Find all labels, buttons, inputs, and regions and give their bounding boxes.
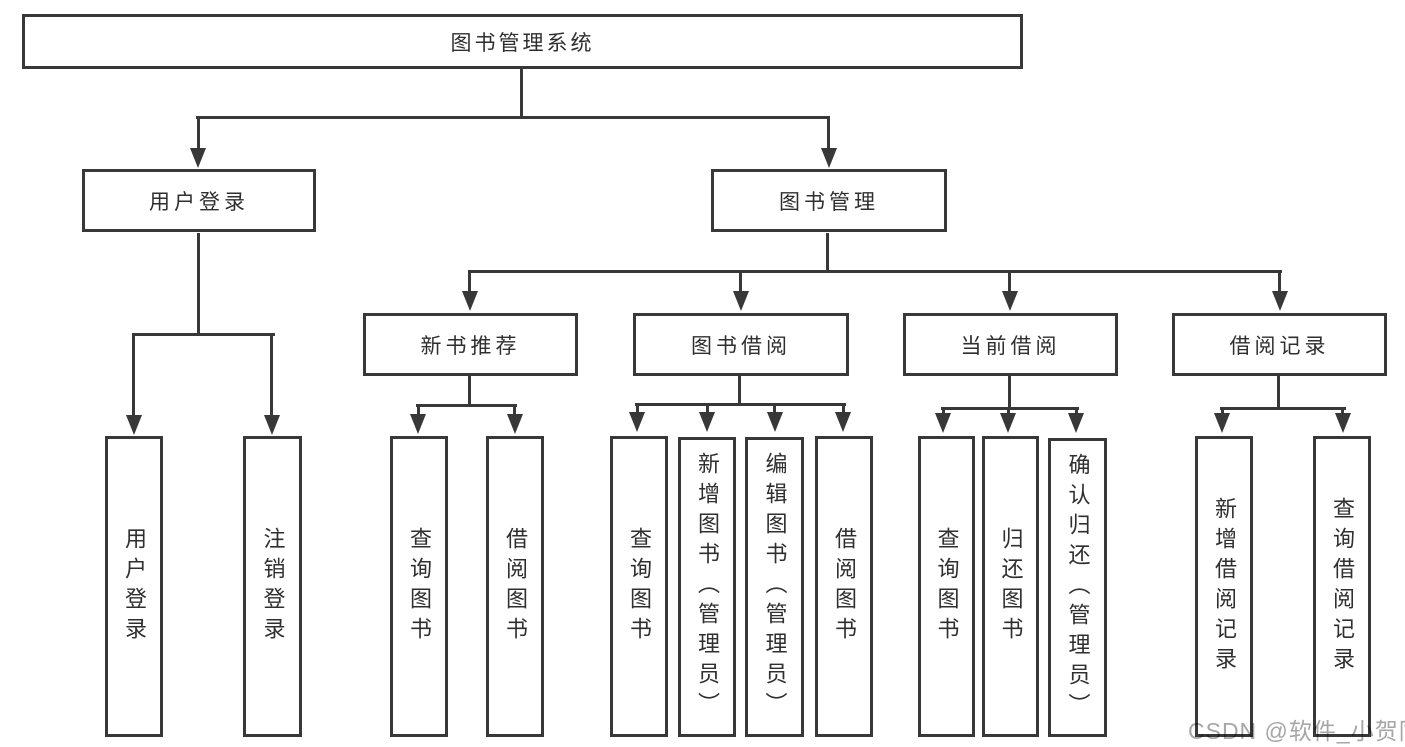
- node-label: 借阅图书: [503, 526, 528, 647]
- connector-vline: [636, 405, 639, 418]
- node-label: 用户登录: [122, 526, 147, 647]
- connector-vline: [1008, 376, 1011, 410]
- node-label: 确认归还（管理员）: [1065, 452, 1091, 723]
- connector-vline: [827, 118, 830, 154]
- node-label: 当前借阅: [960, 334, 1061, 358]
- leaf-query-borrow-record: 查询借阅记录: [1313, 436, 1371, 737]
- watermark: CSDN @软件_小贺同学: [1188, 718, 1405, 744]
- connector-vline: [842, 405, 845, 418]
- node-book-borrowing: 图书借阅: [633, 313, 849, 376]
- connector-vline: [417, 406, 420, 420]
- leaf-query-books-recommend: 查询图书: [390, 436, 448, 737]
- arrowhead-down-icon: [507, 414, 523, 434]
- connector-vline: [513, 406, 516, 420]
- arrowhead-down-icon: [1000, 413, 1016, 433]
- connector-hline: [1220, 407, 1346, 410]
- leaf-borrow-books-borrow: 借阅图书: [815, 436, 873, 737]
- arrowhead-down-icon: [264, 415, 280, 435]
- leaf-query-books-borrow: 查询图书: [610, 436, 668, 737]
- node-label: 归还图书: [998, 526, 1024, 647]
- arrowhead-down-icon: [835, 412, 851, 432]
- node-label: 注销登录: [260, 526, 286, 647]
- arrowhead-down-icon: [190, 148, 206, 168]
- node-borrowing-records: 借阅记录: [1172, 313, 1387, 376]
- arrowhead-down-icon: [462, 291, 478, 311]
- connector-hline: [941, 407, 1079, 410]
- node-book-management: 图书管理: [711, 169, 947, 232]
- connector-vline: [1008, 272, 1011, 297]
- node-label: 查询图书: [934, 526, 960, 647]
- connector-vline: [520, 69, 523, 119]
- node-label: 查询图书: [627, 526, 652, 647]
- node-new-book-recommendation: 新书推荐: [363, 313, 578, 376]
- leaf-add-borrow-record: 新增借阅记录: [1195, 436, 1253, 737]
- node-label: 查询借阅记录: [1330, 496, 1355, 677]
- connector-vline: [197, 233, 200, 336]
- connector-vline: [270, 335, 273, 421]
- arrowhead-down-icon: [1335, 413, 1351, 433]
- arrowhead-down-icon: [699, 412, 715, 432]
- connector-vline: [773, 405, 776, 418]
- leaf-confirm-return-admin: 确认归还（管理员）: [1048, 438, 1107, 737]
- leaf-borrow-books-recommend: 借阅图书: [486, 436, 544, 737]
- arrowhead-down-icon: [935, 413, 951, 433]
- leaf-edit-books-admin: 编辑图书（管理员）: [745, 437, 804, 737]
- arrowhead-down-icon: [1068, 413, 1084, 433]
- connector-vline: [468, 272, 471, 297]
- leaf-query-books-current: 查询图书: [918, 436, 975, 737]
- connector-vline: [738, 376, 741, 406]
- connector-vline: [197, 118, 200, 154]
- connector-vline: [739, 272, 742, 297]
- node-label: 借阅记录: [1229, 334, 1330, 358]
- connector-vline: [1277, 376, 1280, 410]
- arrowhead-down-icon: [821, 148, 837, 168]
- leaf-user-login: 用户登录: [105, 436, 163, 737]
- leaf-return-books: 归还图书: [982, 436, 1039, 737]
- arrowhead-down-icon: [767, 412, 783, 432]
- connector-hline: [416, 404, 517, 407]
- node-label: 借阅图书: [832, 526, 857, 647]
- node-label: 新增借阅记录: [1212, 496, 1237, 677]
- node-label: 查询图书: [407, 526, 432, 647]
- connector-vline: [1278, 272, 1281, 297]
- arrowhead-down-icon: [126, 415, 142, 435]
- connector-hline: [196, 116, 830, 119]
- connector-vline: [706, 405, 709, 418]
- node-user-login: 用户登录: [82, 169, 316, 232]
- arrowhead-down-icon: [1272, 291, 1288, 311]
- connector-vline: [132, 335, 135, 421]
- connector-hline: [468, 270, 1282, 273]
- connector-hline: [635, 403, 846, 406]
- node-label: 图书借阅: [691, 334, 791, 358]
- leaf-add-books-admin: 新增图书（管理员）: [678, 437, 736, 737]
- node-label: 图书管理: [779, 190, 879, 214]
- arrowhead-down-icon: [733, 291, 749, 311]
- arrowhead-down-icon: [410, 414, 426, 434]
- node-label: 用户登录: [149, 190, 249, 214]
- connector-vline: [826, 233, 829, 273]
- arrowhead-down-icon: [1214, 413, 1230, 433]
- connector-hline: [132, 333, 275, 336]
- arrowhead-down-icon: [1002, 291, 1018, 311]
- node-label: 编辑图书（管理员）: [762, 452, 788, 722]
- arrowhead-down-icon: [629, 412, 645, 432]
- node-label: 新书推荐: [420, 334, 521, 358]
- node-library-system: 图书管理系统: [22, 14, 1023, 69]
- node-current-borrowing: 当前借阅: [903, 313, 1118, 376]
- connector-vline: [468, 376, 471, 407]
- leaf-logout: 注销登录: [243, 436, 302, 737]
- node-label: 新增图书（管理员）: [695, 452, 720, 722]
- node-label: 图书管理系统: [450, 31, 595, 55]
